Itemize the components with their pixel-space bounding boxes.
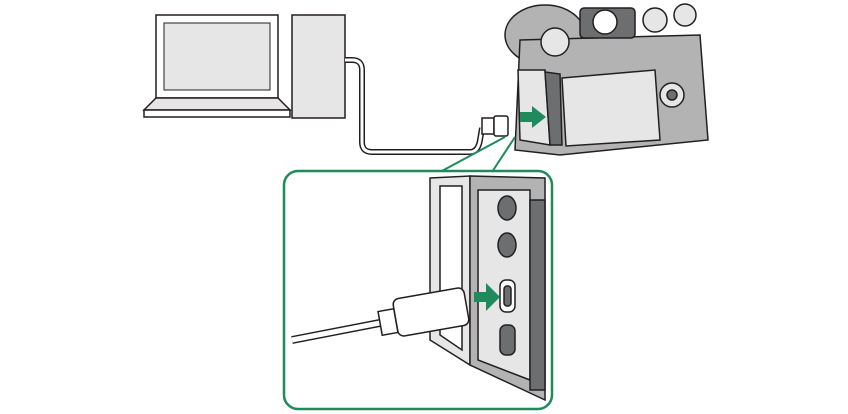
insert-arrow-icon-detail [474,283,500,311]
usb-cable-icon [345,57,509,155]
callout-leader-lines [439,136,516,173]
computer-icon [142,14,346,119]
insert-arrow-icon [520,106,546,128]
camera-icon [504,3,709,156]
detail-callout [282,169,554,411]
